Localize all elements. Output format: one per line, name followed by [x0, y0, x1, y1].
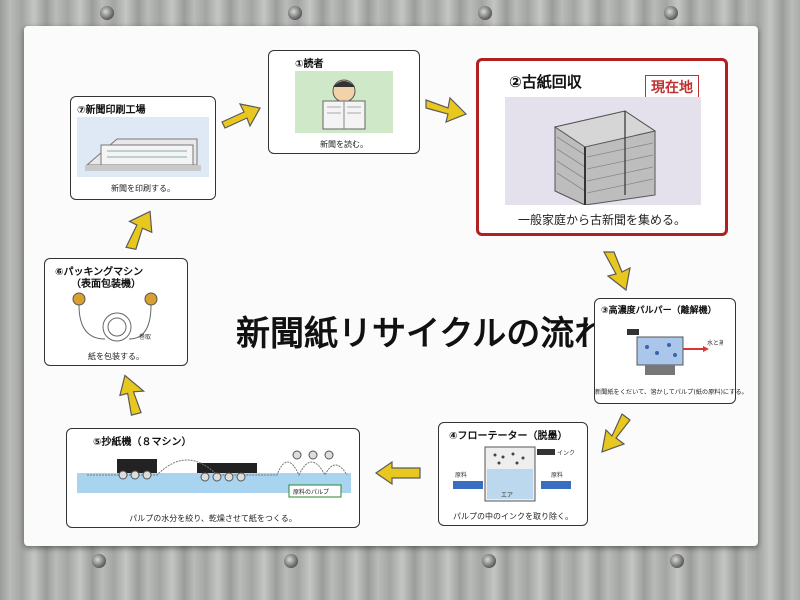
step-packing-subtitle: （表面包装機） — [71, 279, 141, 290]
step-flotator-card: ④フローテーター（脱墨） インク 原料 原料 エア パルプの中のインクを取り除く… — [438, 422, 588, 526]
arrow-reader-to-collection — [425, 96, 468, 123]
bolt — [478, 6, 492, 20]
step-paper-machine-card: ⑤抄紙機（８マシン） 原料のパルプ パルプの水分を絞り、乾燥させて紙をつくる。 — [66, 428, 360, 528]
step-printing-title: ⑦新聞印刷工場 — [77, 105, 146, 116]
flotator-raw-in-label: 原料 — [455, 471, 467, 479]
pulper-water-label: 水と蒸気 — [707, 339, 723, 347]
step-collection-card: ②古紙回収 現在地 一般家庭から古新聞を集める。 — [476, 58, 728, 236]
flotator-air-label: エア — [501, 492, 513, 499]
step-reader-title: ①読者 — [295, 59, 324, 70]
bolt — [284, 554, 298, 568]
step-pulper-title: ③高濃度パルパー（離解機） — [601, 306, 717, 316]
step-printing-card: ⑦新聞印刷工場 新聞を印刷する。 — [70, 96, 216, 200]
step-reader-card: ①読者 新聞を読む。 — [268, 50, 420, 154]
paper-machine-pulp-label: 原料のパルプ — [293, 488, 329, 496]
step-packing-card: ⑥パッキングマシン （表面包装機） 巻取 紙を包装する。 — [44, 258, 188, 366]
flotator-tank-icon: インク 原料 原料 エア — [453, 446, 575, 502]
step-reader-caption: 新聞を読む。 — [320, 140, 368, 149]
arrow-paper-machine-to-packing — [119, 374, 146, 416]
reader-person-icon — [295, 71, 393, 133]
packing-machine-icon: 巻取 — [72, 292, 158, 342]
pulper-machine-icon: 水と蒸気 — [627, 329, 723, 375]
bolt — [664, 6, 678, 20]
paper-machine-icon: 原料のパルプ — [77, 450, 351, 498]
arrow-flotator-to-paper-machine — [374, 460, 421, 486]
step-flotator-caption: パルプの中のインクを取り除く。 — [453, 512, 573, 521]
flotator-ink-label: インク — [557, 450, 575, 457]
step-collection-caption: 一般家庭から古新聞を集める。 — [517, 213, 686, 227]
step-paper-machine-caption: パルプの水分を絞り、乾燥させて紙をつくる。 — [129, 514, 297, 523]
bolt — [92, 554, 106, 568]
newspaper-bundle-icon — [505, 97, 701, 205]
step-flotator-title: ④フローテーター（脱墨） — [449, 431, 568, 442]
flotator-raw-out-label: 原料 — [551, 471, 563, 479]
packing-wrap-label: 巻取 — [139, 333, 151, 341]
main-title: 新聞紙リサイクルの流れ — [236, 314, 609, 354]
bolt — [670, 554, 684, 568]
step-packing-caption: 紙を包装する。 — [88, 352, 144, 361]
arrow-pulper-to-flotator — [601, 413, 631, 453]
step-collection-title: ②古紙回収 — [509, 73, 582, 91]
step-pulper-caption: 新聞紙をくだいて、溶かしてパルプ(紙の原料)にする。 — [595, 389, 748, 396]
current-location-badge: 現在地 — [645, 75, 699, 99]
arrow-printing-to-reader — [221, 103, 261, 129]
step-paper-machine-title: ⑤抄紙機（８マシン） — [93, 437, 192, 448]
bolt — [288, 6, 302, 20]
recycling-flow-board: 新聞紙リサイクルの流れ ⑦新聞印刷工場 新聞を印刷する。 ①読者 新聞を読む。 — [24, 6, 758, 568]
bolt — [482, 554, 496, 568]
step-pulper-card: ③高濃度パルパー（離解機） 水と蒸気 新聞紙をくだいて、溶かしてパルプ(紙の原料… — [594, 298, 748, 404]
arrow-packing-to-printing — [125, 210, 153, 251]
step-packing-title: ⑥パッキングマシン — [55, 267, 144, 278]
printing-factory-icon — [77, 117, 209, 177]
bolt — [100, 6, 114, 20]
step-printing-caption: 新聞を印刷する。 — [111, 184, 175, 193]
arrow-collection-to-pulper — [602, 251, 631, 292]
